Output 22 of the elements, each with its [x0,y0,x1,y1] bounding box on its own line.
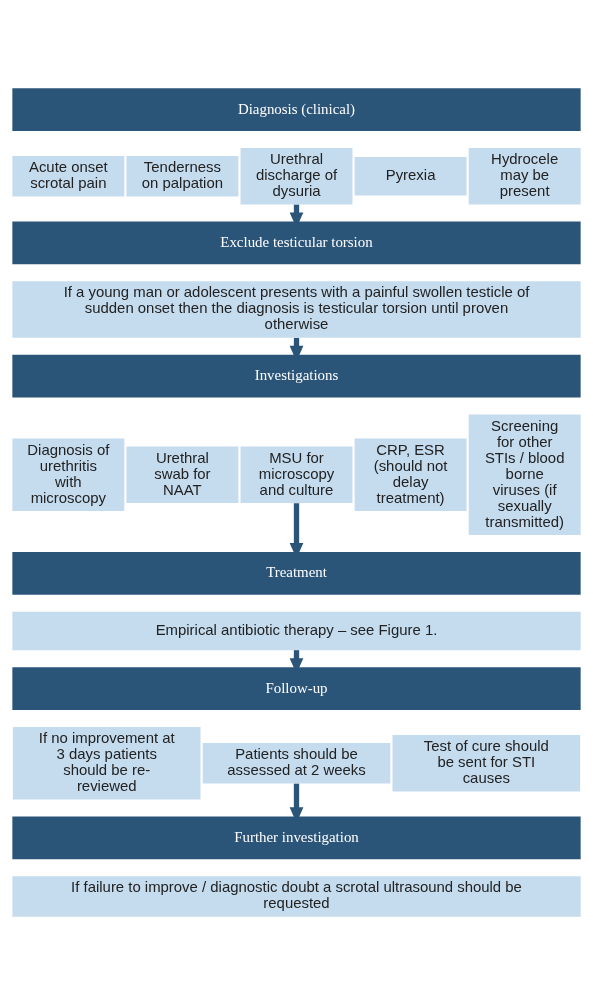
node-box: Treatment [12,552,581,595]
node-box: Test of cure should be sent for STI causes [392,734,581,792]
node-box: Empirical antibiotic therapy – see Figure 1. [12,611,581,651]
node-box: Tenderness on palpation [126,155,239,197]
node-box: Investigations [12,354,581,398]
node-box: Further investigation [12,816,581,860]
node-box: Urethral swab for NAAT [126,446,239,504]
node-box: MSU for microscopy and culture [240,446,353,504]
node-box: Diagnosis (clinical) [12,88,581,131]
node-box: CRP, ESR (should not delay treatment) [354,438,467,512]
node-box: Follow-up [12,667,581,710]
node-box: Pyrexia [354,157,467,196]
node-box: Acute onset scrotal pain [12,155,125,197]
node-box: If failure to improve / diagnostic doubt a scrotal ultrasound should be requested [12,876,581,917]
node-box: Patients should be assessed at 2 weeks [202,742,391,784]
node-box: If a young man or adolescent presents with a painful swollen testicle of sudden onset then the diagnosis is testicular torsion until proven otherwise [12,281,581,338]
node-box: Screening for other STIs / blood borne viruses (if sexually transmitted) [468,414,581,535]
node-box: If no improvement at 3 days patients should be re-reviewed [12,726,201,800]
node-box: Hydrocele may be present [468,147,581,205]
node-box: Diagnosis of urethritis with microscopy [12,438,125,512]
node-box: Exclude testicular torsion [12,221,581,265]
node-box: Urethral discharge of dysuria [240,147,353,205]
